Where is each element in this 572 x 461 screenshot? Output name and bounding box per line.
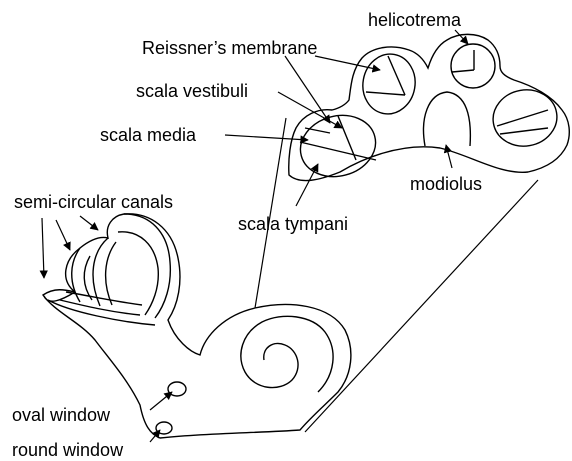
canal-arrow-3 — [80, 216, 98, 230]
upper-cochlear-turn — [358, 50, 420, 118]
cross-section-outline — [289, 34, 570, 180]
modiolus-arrow — [446, 145, 452, 168]
label-modiolus: modiolus — [410, 174, 482, 194]
cochlea-spiral — [241, 316, 333, 392]
scala-media-arrow — [225, 135, 308, 140]
scala-tympani-arrow — [296, 164, 318, 206]
canal-superior-outer — [124, 214, 170, 318]
label-helicotrema: helicotrema — [368, 10, 462, 30]
canal-anterior-inner — [84, 256, 92, 300]
reissners-membrane-arrow — [315, 56, 380, 70]
reissners-membrane-arrow-2 — [285, 56, 330, 123]
projection-lines — [255, 118, 538, 432]
oval-window — [168, 382, 186, 396]
oval-window-arrow — [150, 392, 172, 410]
label-reissners-membrane: Reissner’s membrane — [142, 38, 317, 58]
canal-arrow-2 — [56, 220, 70, 250]
cochlea-cross-section — [289, 34, 570, 184]
label-semicircular-canals: semi-circular canals — [14, 192, 173, 212]
modiolus-arch — [424, 92, 471, 146]
label-round-window: round window — [12, 440, 124, 460]
label-scala-media: scala media — [100, 125, 197, 145]
label-scala-vestibuli: scala vestibuli — [136, 81, 248, 101]
right-cochlear-turn — [489, 85, 562, 151]
label-oval-window: oval window — [12, 405, 111, 425]
canal-posterior-inner — [106, 242, 116, 305]
helicotrema-chamber — [451, 44, 495, 88]
labels: helicotrema Reissner’s membrane scala ve… — [12, 10, 482, 460]
canal-horizontal-inner — [60, 300, 140, 315]
helicotrema-arrow — [455, 30, 468, 44]
canal-arrow-1 — [42, 218, 44, 278]
label-scala-tympani: scala tympani — [238, 214, 348, 234]
canal-horizontal-outer — [48, 300, 155, 325]
